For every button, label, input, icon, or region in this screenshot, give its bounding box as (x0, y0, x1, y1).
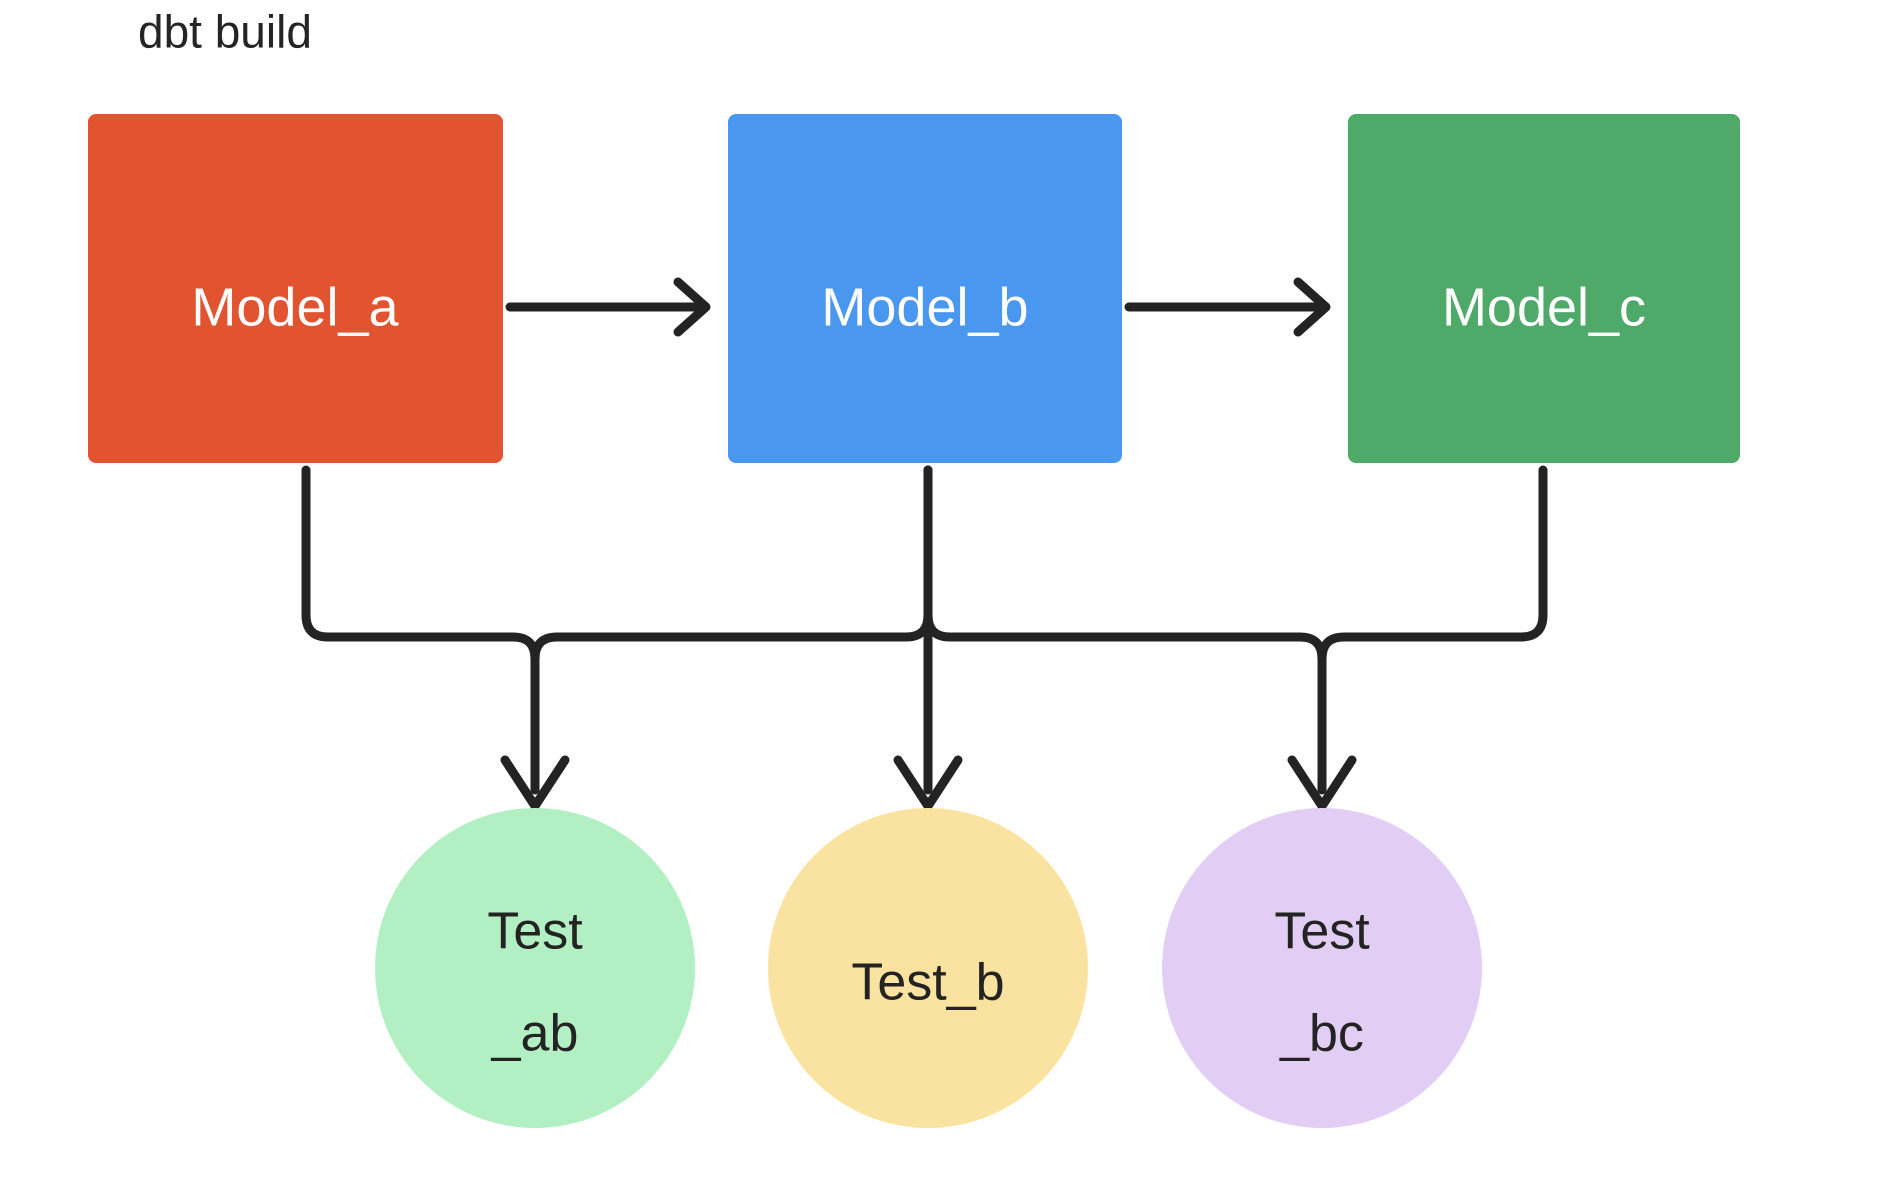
test-bc-label-line-1: Test (1274, 903, 1370, 961)
arrowhead-icon (500, 755, 570, 811)
page-title: dbt build (138, 6, 312, 58)
model-c-rect[interactable] (1348, 114, 1740, 463)
arrowhead-icon (893, 755, 963, 811)
node-model-b[interactable]: Model_b (728, 114, 1122, 463)
test-ab-circle[interactable] (375, 808, 695, 1128)
arrowhead-icon (1293, 277, 1331, 337)
model-c-label: Model_c (1442, 277, 1646, 337)
test-bc-label-line-2: _bc (1279, 1005, 1364, 1063)
edge-line (530, 465, 933, 664)
node-test-bc[interactable]: Test _bc (1162, 808, 1482, 1128)
test-bc-circle[interactable] (1162, 808, 1482, 1128)
edge-model-b-to-model-c (1124, 277, 1331, 337)
test-b-label-line-1: Test_b (851, 954, 1004, 1012)
model-a-rect[interactable] (88, 114, 503, 463)
edge-model-a-to-test-ab (301, 465, 570, 811)
edge-model-a-to-model-b (505, 277, 711, 337)
model-a-label: Model_a (191, 277, 399, 337)
edge-line (1317, 465, 1548, 795)
node-test-ab[interactable]: Test _ab (375, 808, 695, 1128)
edge-model-b-to-test-bc (923, 465, 1327, 664)
test-ab-label-line-2: _ab (491, 1005, 579, 1063)
edge-line (301, 465, 540, 795)
node-model-c[interactable]: Model_c (1348, 114, 1740, 463)
edges-layer (301, 277, 1548, 811)
edge-model-b-to-test-ab (530, 465, 933, 664)
test-ab-label-line-1: Test (487, 903, 583, 961)
test-b-circle[interactable] (768, 808, 1088, 1128)
model-b-label: Model_b (821, 277, 1028, 337)
edge-model-b-to-test-b (893, 465, 963, 811)
edge-line (923, 465, 1327, 664)
node-test-b[interactable]: Test_b (768, 808, 1088, 1128)
edge-model-c-to-test-bc (1287, 465, 1548, 811)
arrowhead-icon (673, 277, 711, 337)
model-b-rect[interactable] (728, 114, 1122, 463)
arrowhead-icon (1287, 755, 1357, 811)
node-model-a[interactable]: Model_a (88, 114, 503, 463)
